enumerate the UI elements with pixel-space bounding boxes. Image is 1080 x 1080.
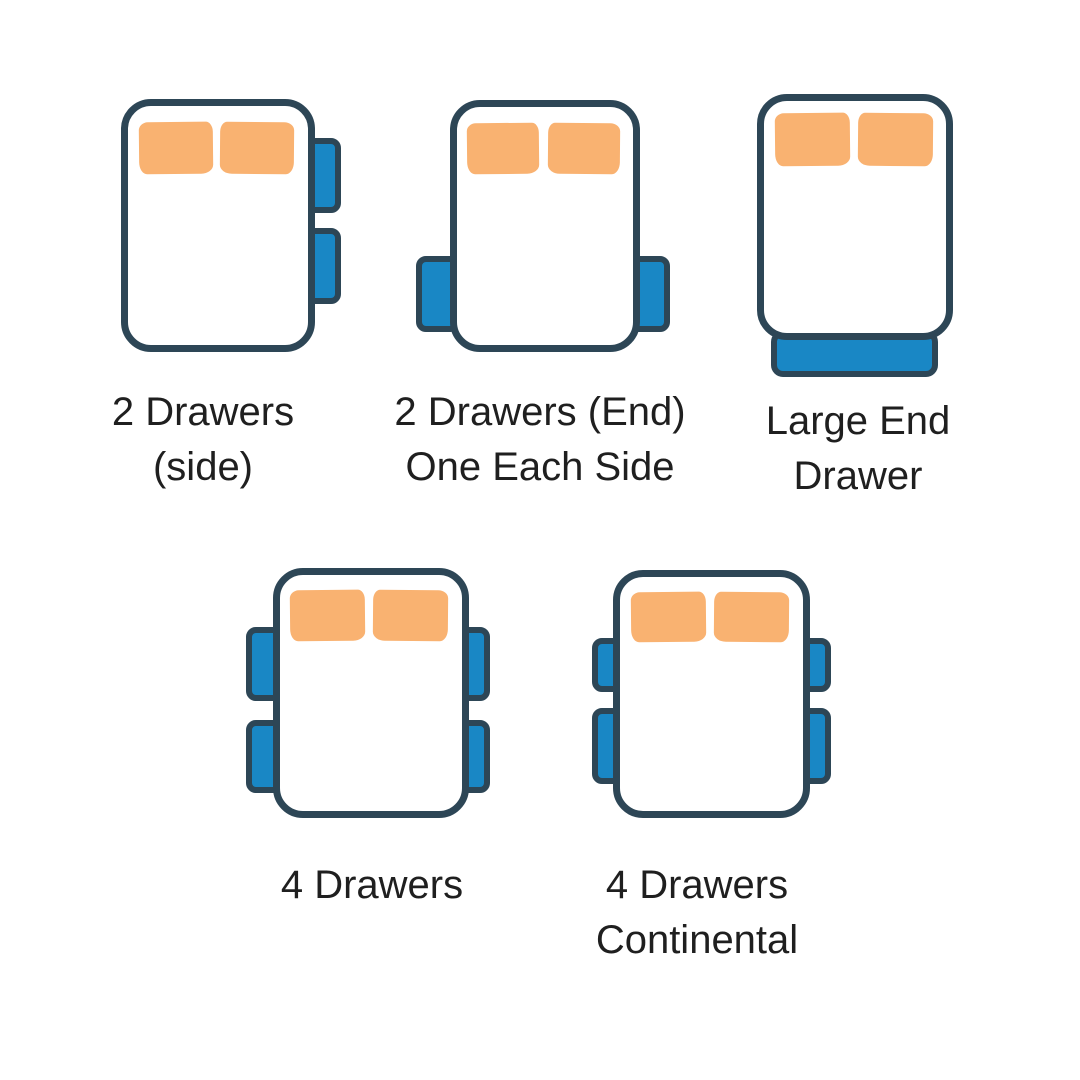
figure-label-line: One Each Side xyxy=(405,445,675,489)
figure-label-line: (side) xyxy=(152,445,254,489)
figure-label: 2 Drawers (End) One Each Side xyxy=(390,385,690,495)
pillow-icon xyxy=(138,121,214,175)
figure-label: Large End Drawer xyxy=(728,394,988,504)
figure-label-line: 4 Drawers xyxy=(605,863,789,907)
figure-label-line: Large End xyxy=(765,399,951,443)
figure-label-line: Drawer xyxy=(793,454,923,498)
figure-label-line: Continental xyxy=(595,918,799,962)
figure-label: 2 Drawers (side) xyxy=(73,385,333,495)
pillow-icon xyxy=(774,112,851,167)
pillow-icon xyxy=(219,121,295,175)
pillow-icon xyxy=(372,589,449,642)
figure-label-line: 2 Drawers (End) xyxy=(394,390,686,434)
pillow-icon xyxy=(289,589,366,642)
pillow-icon xyxy=(547,122,621,175)
figure-label: 4 Drawers Continental xyxy=(547,858,847,968)
figure-label-line: 2 Drawers xyxy=(111,390,295,434)
figure-label-line: 4 Drawers xyxy=(280,863,464,907)
figure-label: 4 Drawers xyxy=(242,858,502,913)
pillow-icon xyxy=(630,591,707,643)
pillow-icon xyxy=(466,122,540,175)
pillow-icon xyxy=(713,591,790,643)
pillow-icon xyxy=(857,112,934,167)
